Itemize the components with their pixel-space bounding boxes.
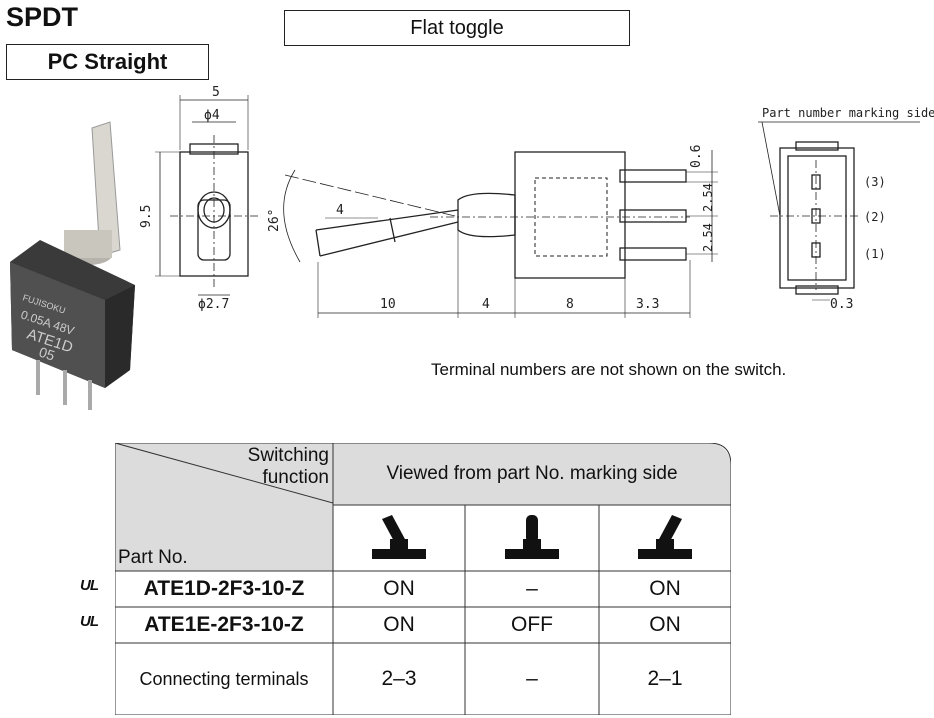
ul-logo: UL xyxy=(80,577,99,594)
connecting-terminals-label: Connecting terminals xyxy=(139,668,309,689)
dim-lever-length: 4 xyxy=(336,203,344,218)
toggle-right-icon xyxy=(638,515,692,559)
function-cell: ON xyxy=(649,577,681,600)
mounting-type-box: PC Straight xyxy=(6,44,209,80)
connecting-cell: 2–1 xyxy=(647,667,683,690)
function-cell: – xyxy=(526,577,538,600)
terminal-2-label: (2) xyxy=(864,210,886,224)
dimension-drawings: FUJISOKU 0.05A 48V ATE1D 05 5 ϕ4 9.5 ϕ2.… xyxy=(10,85,934,410)
function-cell: ON xyxy=(649,613,681,636)
photo-marking: 05 xyxy=(37,344,57,364)
dim-3-3: 3.3 xyxy=(636,297,659,312)
dim-0-3: 0.3 xyxy=(830,297,853,312)
connecting-cell: – xyxy=(526,667,538,690)
viewed-header-label: Viewed from part No. marking side xyxy=(386,463,678,484)
actuator-type-label: Flat toggle xyxy=(410,16,504,39)
part-number-cell: ATE1E-2F3-10-Z xyxy=(115,607,333,643)
function-cell: ON xyxy=(383,613,415,636)
connecting-cell: 2–3 xyxy=(381,667,417,690)
part-number-cell: ATE1D-2F3-10-Z xyxy=(115,571,333,607)
page-title: SPDT xyxy=(6,2,79,32)
terminal-note: Terminal numbers are not shown on the sw… xyxy=(431,360,787,379)
front-view xyxy=(155,95,260,296)
dim-2-54-top: 2.54 xyxy=(701,183,715,212)
lever-position-left xyxy=(333,505,465,571)
part-number: ATE1E-2F3-10-Z xyxy=(144,613,304,636)
corner-part-no: Part No. xyxy=(118,547,188,568)
dim-width: 5 xyxy=(212,85,220,100)
side-view xyxy=(283,150,718,318)
dim-lever-diameter: ϕ2.7 xyxy=(198,297,229,312)
dim-diameter: ϕ4 xyxy=(204,108,220,123)
dim-height: 9.5 xyxy=(139,205,154,228)
actuator-type-box: Flat toggle xyxy=(284,10,630,46)
dim-0-6: 0.6 xyxy=(689,145,704,168)
dim-10: 10 xyxy=(380,297,396,312)
marking-side-label: Part number marking side xyxy=(762,106,934,120)
toggle-center-icon xyxy=(505,515,559,559)
viewed-header: Viewed from part No. marking side xyxy=(333,443,731,505)
toggle-left-icon xyxy=(372,515,426,559)
function-cell: ON xyxy=(383,577,415,600)
part-number: ATE1D-2F3-10-Z xyxy=(143,577,305,600)
function-cell: OFF xyxy=(511,613,553,636)
table-corner-cell: Switching function Part No. xyxy=(115,443,333,571)
terminal-1-label: (1) xyxy=(864,247,886,261)
lever-position-center xyxy=(465,505,599,571)
mounting-type-label: PC Straight xyxy=(47,49,168,74)
corner-switching-function: Switching function xyxy=(247,445,329,488)
dim-4: 4 xyxy=(482,297,490,312)
dim-angle: 26° xyxy=(267,209,282,232)
switch-photo: FUJISOKU 0.05A 48V ATE1D 05 xyxy=(10,121,135,410)
lever-position-right xyxy=(599,505,731,571)
ul-logo: UL xyxy=(80,613,99,630)
terminal-3-label: (3) xyxy=(864,175,886,189)
dim-2-54-bottom: 2.54 xyxy=(701,223,715,252)
switching-function-table: Switching function Part No. Viewed from … xyxy=(115,443,731,715)
dim-8: 8 xyxy=(566,297,574,312)
rear-view xyxy=(758,121,920,301)
